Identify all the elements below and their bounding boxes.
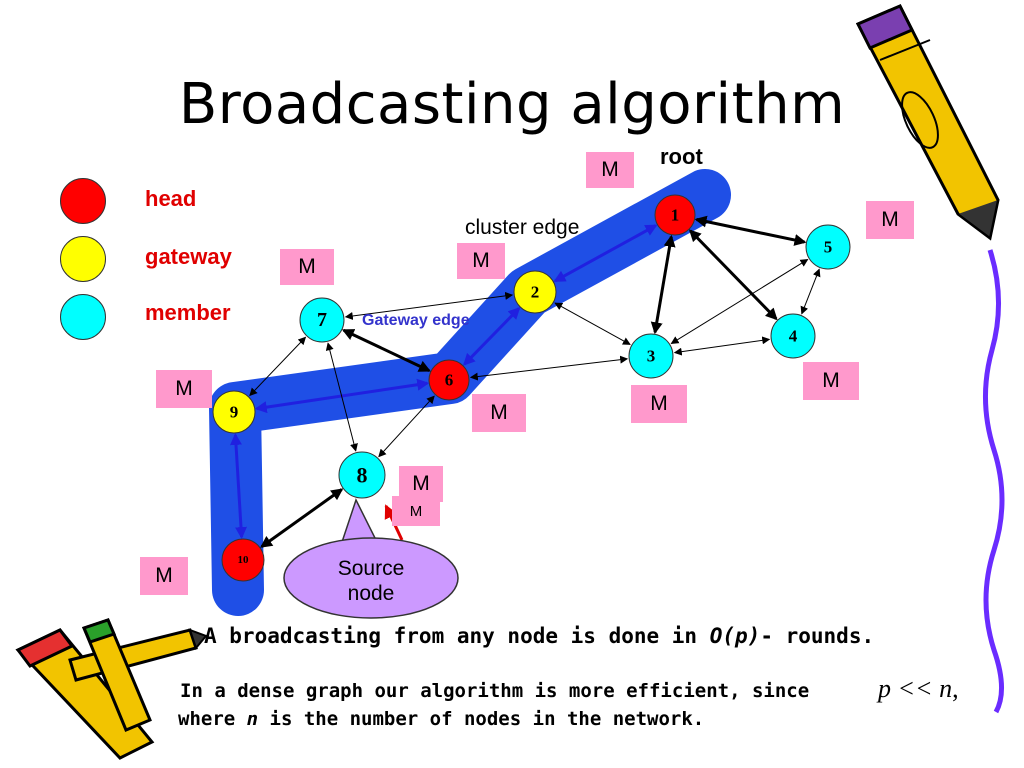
node-circle-8 xyxy=(338,451,386,499)
node-label-8: 8 xyxy=(357,463,368,488)
bullet2-line2-after: is the number of nodes in the network. xyxy=(258,708,705,730)
message-box: M xyxy=(457,243,505,279)
node-circle-4 xyxy=(770,313,816,359)
legend-gateway-circle xyxy=(60,236,106,282)
node-7: 7 xyxy=(299,297,345,343)
edge-2-3 xyxy=(554,302,631,345)
node-label-5: 5 xyxy=(824,238,833,257)
edge-6-7 xyxy=(341,328,431,372)
bullet2-line2-var: n xyxy=(246,708,259,730)
root-label: root xyxy=(660,144,703,169)
node-label-10: 10 xyxy=(238,554,250,566)
bullet-dense-graph-line2: where n is the number of nodes in the ne… xyxy=(178,708,704,730)
node-circle-5 xyxy=(805,224,851,270)
formula-text: p << n xyxy=(878,674,953,703)
message-box: M xyxy=(472,394,526,432)
edge-5-4 xyxy=(800,268,821,315)
source-bubble xyxy=(283,537,459,619)
page-title: Broadcasting algorithm xyxy=(178,72,846,137)
edge-8-6 xyxy=(378,395,435,458)
legend-head-circle xyxy=(60,178,106,224)
node-label-9: 9 xyxy=(230,403,239,422)
node-label-4: 4 xyxy=(789,327,798,346)
node-label-2: 2 xyxy=(531,283,540,302)
bullet1-complexity: O(p) xyxy=(709,624,761,648)
message-box: M xyxy=(156,370,212,408)
edge-10-8 xyxy=(260,488,344,548)
legend-member-circle xyxy=(60,294,106,340)
node-circle-1 xyxy=(654,194,696,236)
edge-1-3 xyxy=(650,234,676,335)
message-box: M xyxy=(631,385,687,423)
pencils-icon xyxy=(15,618,208,760)
cluster-edge-label: cluster edge xyxy=(465,216,580,239)
legend-head-label: head xyxy=(145,186,197,211)
node-circle-7 xyxy=(299,297,345,343)
formula: p << n, xyxy=(878,674,959,704)
node-10: 10 xyxy=(221,538,265,582)
bullet1-before: A broadcasting from any node is done in xyxy=(204,624,710,648)
message-box: M xyxy=(280,249,334,285)
pencil-icon xyxy=(855,4,1000,241)
node-1: 1 xyxy=(654,194,696,236)
node-5: 5 xyxy=(805,224,851,270)
message-box: M xyxy=(586,152,634,188)
edge-7-9 xyxy=(249,336,307,397)
source-node-label: Source node xyxy=(337,557,405,605)
edge-9-10 xyxy=(230,432,247,540)
bullet-broadcast-rounds: A broadcasting from any node is done in … xyxy=(204,624,874,648)
bullet2-line1: In a dense graph our algorithm is more e… xyxy=(180,680,810,702)
bullet2-line2-before: where xyxy=(178,708,247,730)
node-circle-9 xyxy=(212,390,256,434)
node-circle-2 xyxy=(513,270,557,314)
message-box: M xyxy=(140,557,188,595)
bullet1-after: - rounds. xyxy=(760,624,875,648)
edge-1-5 xyxy=(694,215,807,246)
legend-gateway-label: gateway xyxy=(145,244,232,269)
node-label-7: 7 xyxy=(317,309,327,331)
node-circle-6 xyxy=(428,359,470,401)
node-2: 2 xyxy=(513,270,557,314)
edge-3-4 xyxy=(673,336,771,356)
gateway-edge-label: Gateway edge xyxy=(362,312,470,329)
formula-suffix: , xyxy=(952,674,959,703)
node-6: 6 xyxy=(428,359,470,401)
bullet-dense-graph-line1: In a dense graph our algorithm is more e… xyxy=(180,680,809,702)
message-box: M xyxy=(866,201,914,239)
edge-6-3 xyxy=(469,355,629,381)
node-circle-3 xyxy=(628,333,674,379)
wavy-border xyxy=(982,249,1005,714)
node-label-1: 1 xyxy=(671,206,680,225)
node-3: 3 xyxy=(628,333,674,379)
legend-member-label: member xyxy=(145,300,231,325)
edge-3-5 xyxy=(670,259,809,344)
message-box: M xyxy=(399,466,443,502)
edge-7-2 xyxy=(344,291,514,320)
node-label-6: 6 xyxy=(445,371,454,390)
edge-7-8 xyxy=(325,342,358,452)
node-4: 4 xyxy=(770,313,816,359)
node-8: 8 xyxy=(338,451,386,499)
node-label-3: 3 xyxy=(647,347,656,366)
message-box: M xyxy=(803,362,859,400)
node-9: 9 xyxy=(212,390,256,434)
edge-1-2 xyxy=(553,224,658,283)
node-circle-10 xyxy=(221,538,265,582)
